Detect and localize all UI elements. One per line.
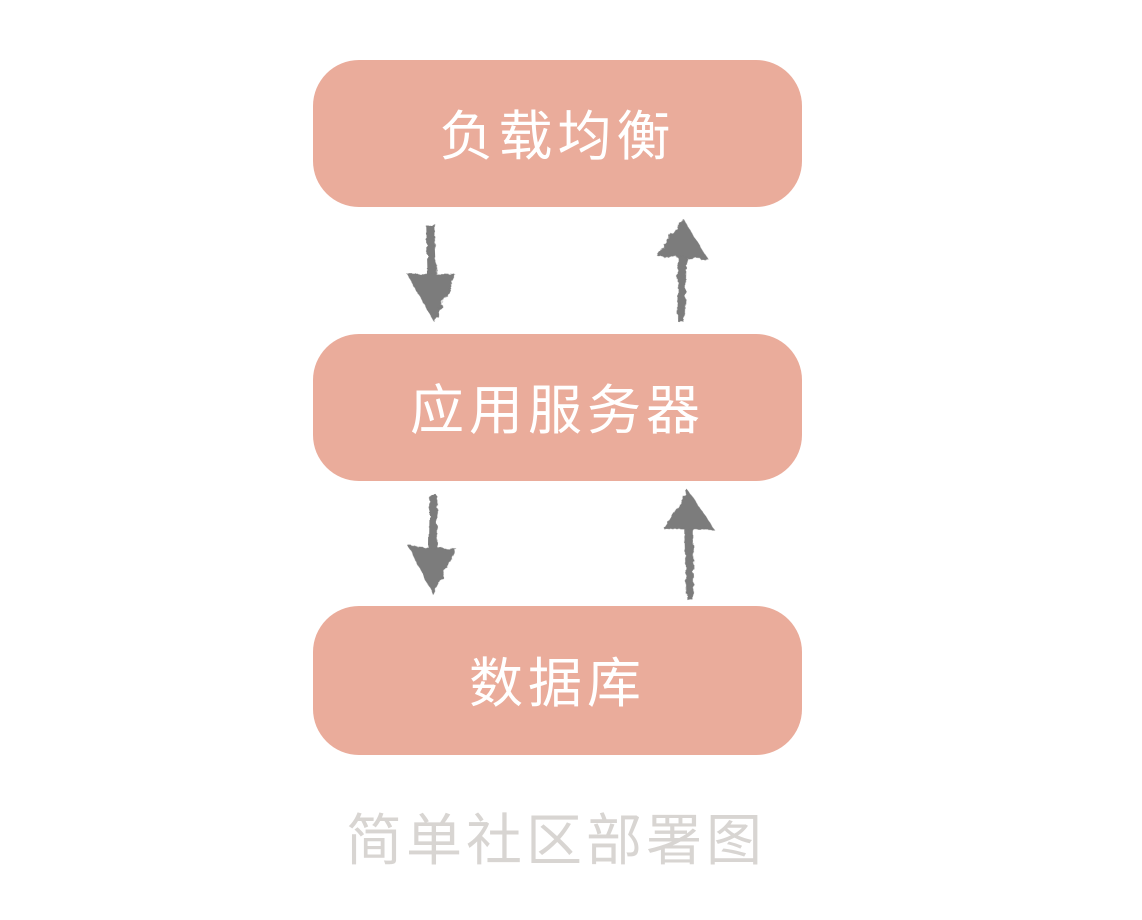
arrow-down-icon: [401, 220, 462, 325]
arrow-up-icon: [659, 487, 719, 604]
node-app-server: 应用服务器: [313, 334, 802, 481]
node-load-balancer-label: 负载均衡: [439, 107, 676, 167]
arrow-up-icon: [652, 215, 712, 326]
node-app-server-label: 应用服务器: [410, 381, 705, 441]
node-database: 数据库: [313, 606, 802, 755]
node-database-label: 数据库: [469, 654, 646, 714]
node-load-balancer: 负载均衡: [313, 60, 802, 207]
diagram-caption: 简单社区部署图: [346, 809, 766, 872]
arrow-down-icon: [402, 492, 462, 599]
